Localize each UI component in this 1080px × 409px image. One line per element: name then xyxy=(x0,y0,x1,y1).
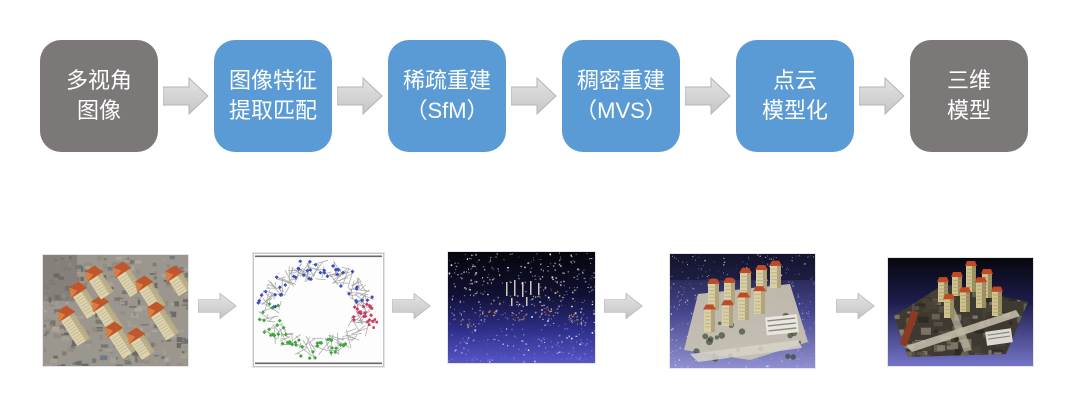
flow-step-feature-extraction-matching: 图像特征 提取匹配 xyxy=(214,40,332,152)
step-label: 模型化 xyxy=(761,98,828,123)
flow-step-pointcloud-modeling: 点云 模型化 xyxy=(736,40,854,152)
step-label: 提取匹配 xyxy=(228,98,317,123)
step-label: （SfM） xyxy=(405,98,489,123)
multi-view-aerial-photo-image xyxy=(43,255,188,366)
right-arrow-icon xyxy=(163,76,209,116)
textured-3d-model-image xyxy=(888,258,1033,366)
right-arrow-icon xyxy=(859,76,905,116)
flow-arrow-slot xyxy=(158,76,214,116)
sparse-point-cloud-image xyxy=(448,252,595,363)
step-label: 图像特征 xyxy=(228,68,317,93)
flow-step-dense-reconstruction-mvs: 稠密重建 （MVS） xyxy=(562,40,680,152)
step-label: 图像 xyxy=(76,98,121,123)
flow-step-3d-model: 三维 模型 xyxy=(910,40,1028,152)
flow-step-sparse-reconstruction-sfm: 稀疏重建 （SfM） xyxy=(388,40,506,152)
right-arrow-icon xyxy=(836,292,875,320)
step-label: 模型 xyxy=(946,98,991,123)
flow-arrow-slot xyxy=(854,76,910,116)
right-arrow-icon xyxy=(511,76,557,116)
step-label: 三维 xyxy=(946,68,991,93)
step-label: （MVS） xyxy=(575,98,667,123)
right-arrow-icon xyxy=(604,292,643,320)
flow-step-multiview-images: 多视角 图像 xyxy=(40,40,158,152)
right-arrow-icon xyxy=(685,76,731,116)
step-label: 稀疏重建 xyxy=(402,68,491,93)
right-arrow-icon xyxy=(337,76,383,116)
flow-arrow-slot xyxy=(506,76,562,116)
flow-arrow-slot xyxy=(680,76,736,116)
right-arrow-icon xyxy=(392,292,431,320)
step-label: 稠密重建 xyxy=(576,68,665,93)
right-arrow-icon xyxy=(198,292,237,320)
dense-point-cloud-image xyxy=(670,254,815,368)
step-label: 点云 xyxy=(772,68,817,93)
flow-arrow-slot xyxy=(332,76,388,116)
step-label: 多视角 xyxy=(65,68,132,93)
pipeline-flow: 多视角 图像 图像特征 提取匹配 稀疏重建 （SfM） 稠密重建 （MVS） 点 xyxy=(40,40,1028,152)
sfm-camera-pose-graph-image xyxy=(253,253,384,367)
